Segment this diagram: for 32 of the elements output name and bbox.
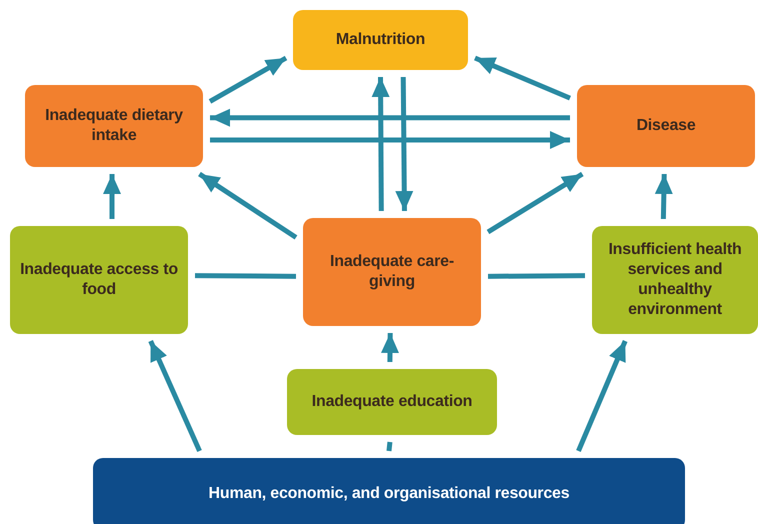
box-label: Malnutrition: [336, 30, 426, 50]
rounded-box: [93, 458, 685, 524]
rounded-box: [25, 85, 203, 167]
rounded-box: [577, 85, 755, 167]
rounded-box: [303, 218, 481, 326]
rounded-box: [293, 10, 468, 70]
connector-line: [386, 442, 392, 452]
arrow: [381, 332, 399, 362]
arrow: [208, 56, 288, 104]
box-label: Inadequate dietary intake: [44, 106, 184, 146]
box-label: Inadequate access to food: [20, 260, 178, 300]
arrow: [103, 174, 122, 219]
arrow: [210, 108, 570, 127]
arrow: [474, 56, 571, 100]
arrow: [395, 76, 414, 212]
arrow: [210, 130, 570, 149]
rounded-box: [287, 369, 497, 435]
arrow: [198, 172, 298, 240]
box-label: Insufficient health services and unhealthy environment: [607, 240, 743, 320]
arrow: [372, 76, 390, 212]
box-label: Inadequate education: [312, 392, 472, 412]
box-label: Disease: [636, 116, 696, 136]
arrow: [576, 340, 628, 452]
box-label: Inadequate care-giving: [329, 252, 455, 292]
arrow: [148, 340, 202, 452]
arrow: [486, 172, 584, 234]
arrow: [654, 174, 673, 220]
rounded-box: [592, 226, 758, 334]
connector-line: [194, 273, 296, 279]
rounded-box: [10, 226, 188, 334]
box-label: Human, economic, and organisational resources: [208, 484, 570, 504]
connector-line: [488, 273, 586, 279]
